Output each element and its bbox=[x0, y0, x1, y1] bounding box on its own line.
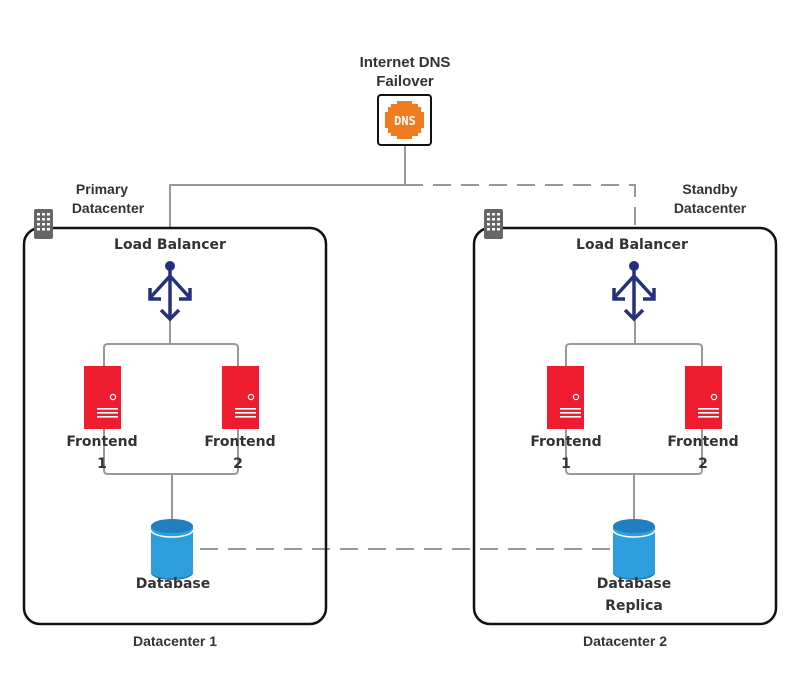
standby-load-balancer[interactable]: Load Balancer bbox=[576, 237, 688, 322]
standby-frontends-join-connector bbox=[565, 428, 703, 520]
database-icon bbox=[150, 519, 194, 580]
frontend-number: 1 bbox=[97, 456, 107, 472]
load-balancer-icon bbox=[148, 261, 192, 322]
standby-lb-label: Load Balancer bbox=[576, 237, 688, 253]
primary-frontend-1[interactable]: Frontend 1 bbox=[66, 366, 138, 472]
load-balancer-icon bbox=[612, 261, 656, 322]
frontend-number: 2 bbox=[698, 456, 708, 472]
primary-database[interactable]: Database bbox=[136, 519, 211, 592]
primary-lb-split-connector bbox=[103, 320, 239, 368]
server-icon bbox=[547, 366, 584, 429]
dns-to-standby-connector bbox=[405, 184, 636, 228]
dns-title-line2: Failover bbox=[376, 73, 434, 90]
frontend-number: 2 bbox=[233, 456, 243, 472]
standby-frontend-2[interactable]: Frontend 2 bbox=[667, 366, 739, 472]
database-label: Database bbox=[597, 576, 672, 592]
primary-lb-label: Load Balancer bbox=[114, 237, 226, 253]
standby-database-replica[interactable]: Database Replica bbox=[597, 519, 672, 614]
primary-caption-line1: Primary bbox=[76, 181, 128, 197]
primary-frontend-2[interactable]: Frontend 2 bbox=[204, 366, 276, 472]
datacenter-1-container bbox=[22, 226, 328, 626]
frontend-number: 1 bbox=[561, 456, 571, 472]
database-label-line2: Replica bbox=[605, 598, 663, 614]
standby-lb-split-connector bbox=[565, 320, 703, 368]
primary-caption-line2: Datacenter bbox=[72, 200, 145, 216]
frontend-label: Frontend bbox=[530, 434, 601, 450]
frontend-label: Frontend bbox=[667, 434, 738, 450]
building-icon bbox=[34, 209, 53, 239]
primary-frontends-join-connector bbox=[103, 428, 239, 520]
server-icon bbox=[222, 366, 259, 429]
dns-node[interactable]: Internet DNS Failover DNS bbox=[360, 54, 451, 146]
datacenter-2-label: Datacenter 2 bbox=[583, 633, 667, 649]
dns-to-primary-connector bbox=[169, 146, 406, 228]
standby-caption-line2: Datacenter bbox=[674, 200, 747, 216]
datacenter-1-label: Datacenter 1 bbox=[133, 633, 217, 649]
standby-caption-line1: Standby bbox=[682, 181, 737, 197]
standby-frontend-1[interactable]: Frontend 1 bbox=[530, 366, 602, 472]
dns-icon-text: DNS bbox=[394, 114, 416, 128]
datacenter-2-container bbox=[472, 226, 778, 626]
building-icon bbox=[484, 209, 503, 239]
connectors bbox=[103, 146, 703, 550]
server-icon bbox=[685, 366, 722, 429]
database-icon bbox=[612, 519, 656, 580]
dns-icon: DNS bbox=[385, 101, 424, 139]
frontend-label: Frontend bbox=[204, 434, 275, 450]
dns-title-line1: Internet DNS bbox=[360, 54, 451, 71]
primary-load-balancer[interactable]: Load Balancer bbox=[114, 237, 226, 322]
server-icon bbox=[84, 366, 121, 429]
database-label: Database bbox=[136, 576, 211, 592]
frontend-label: Frontend bbox=[66, 434, 137, 450]
